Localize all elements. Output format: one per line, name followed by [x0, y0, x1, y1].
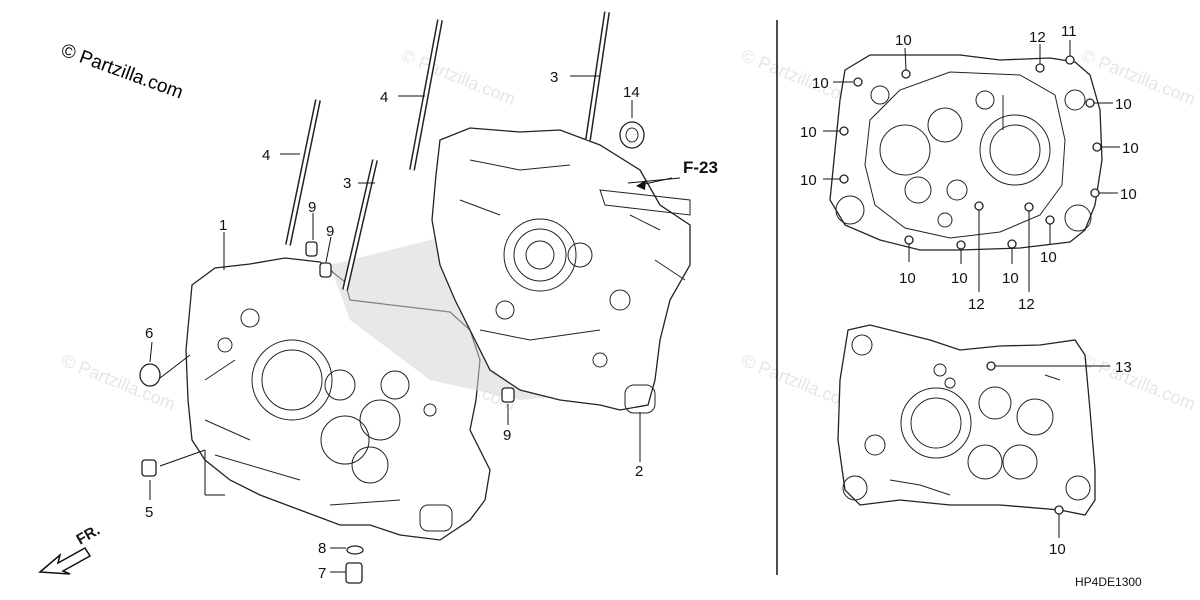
- callout-2: 2: [635, 463, 643, 480]
- case-view-bottom: [837, 324, 1096, 516]
- callout-12: 12: [1029, 29, 1046, 46]
- callout-10: 10: [1049, 541, 1066, 558]
- callout-9: 9: [308, 199, 316, 216]
- callout-4: 4: [380, 89, 388, 106]
- reference-f23: F-23: [683, 158, 718, 177]
- diagram-code: HP4DE1300: [1075, 575, 1142, 589]
- callout-7: 7: [318, 565, 326, 582]
- arrow-icon: [636, 180, 646, 190]
- dowel-pin: [501, 387, 515, 403]
- callout-12: 12: [968, 296, 985, 313]
- callout-3: 3: [343, 175, 351, 192]
- callout-3: 3: [550, 69, 558, 86]
- callout-10: 10: [895, 32, 912, 49]
- callout-12: 12: [1018, 296, 1035, 313]
- leader-lines: [149, 75, 681, 573]
- callout-numbers-left: 1 2 3 3 4 4 5 6 7 8 9 9 9 14: [145, 69, 643, 582]
- callout-10: 10: [899, 270, 916, 287]
- callout-5: 5: [145, 504, 153, 521]
- callout-9: 9: [326, 223, 334, 240]
- callout-10: 10: [800, 124, 817, 141]
- callout-11: 11: [1061, 23, 1077, 40]
- callout-10: 10: [812, 75, 829, 92]
- callout-1: 1: [219, 217, 227, 234]
- watermark-text: © Partzilla.com: [1079, 350, 1199, 414]
- leader-lines-right: [823, 40, 1120, 538]
- watermark-text: © Partzilla.com: [59, 350, 179, 414]
- callout-10: 10: [1040, 249, 1057, 266]
- front-direction-arrow: FR.: [38, 522, 103, 575]
- small-parts: [139, 121, 645, 584]
- callout-10: 10: [1120, 186, 1137, 203]
- callout-numbers-right: 10 10 10 10 10 10 10 10 10 10 10 11 12 1…: [800, 23, 1139, 558]
- callout-10: 10: [1122, 140, 1139, 157]
- callout-9: 9: [503, 427, 511, 444]
- callout-6: 6: [145, 325, 153, 342]
- right-crankcase-half: [330, 127, 691, 414]
- callout-10: 10: [951, 270, 968, 287]
- case-view-top: [829, 54, 1103, 251]
- copyright-text: © Partzilla.com: [58, 40, 185, 104]
- arrow-icon: [38, 546, 92, 575]
- dowel-pin: [305, 241, 318, 257]
- oil-seal: [619, 121, 645, 149]
- callout-10: 10: [800, 172, 817, 189]
- flange-bolt: [141, 459, 157, 477]
- drain-bolt: [345, 562, 363, 584]
- dowel-pin: [319, 262, 332, 278]
- callout-10: 10: [1002, 270, 1019, 287]
- callout-14: 14: [623, 84, 640, 101]
- callout-4: 4: [262, 147, 270, 164]
- watermark-text: © Partzilla.com: [399, 45, 519, 109]
- washer: [346, 545, 364, 555]
- o-ring: [139, 363, 161, 387]
- callout-13: 13: [1115, 359, 1132, 376]
- callout-10: 10: [1115, 96, 1132, 113]
- front-label: FR.: [74, 522, 103, 549]
- callout-8: 8: [318, 540, 326, 557]
